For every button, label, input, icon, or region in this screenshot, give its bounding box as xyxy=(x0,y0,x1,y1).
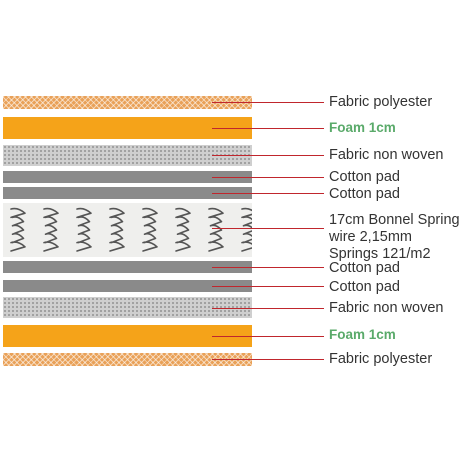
leader-line xyxy=(212,308,324,309)
layer-fabric-non-woven-top xyxy=(3,145,252,166)
spring-label-line: Springs 121/m2 xyxy=(329,246,431,262)
spring-coil xyxy=(208,207,224,252)
layer-cotton-pad-top-1 xyxy=(3,171,252,183)
spring-coil xyxy=(175,207,191,252)
leader-line xyxy=(212,193,324,194)
spring-coil xyxy=(76,207,92,252)
spring-coil xyxy=(142,207,158,252)
spring-coil xyxy=(241,207,252,252)
leader-line xyxy=(212,267,324,268)
layer-cotton-pad-bottom-2 xyxy=(3,280,252,292)
layer-fabric-polyester-top xyxy=(3,96,252,109)
layer-cotton-pad-top-2 xyxy=(3,187,252,199)
layer-fabric-non-woven-bottom xyxy=(3,297,252,318)
label-foam-bottom: Foam 1cm xyxy=(329,327,396,342)
leader-line xyxy=(212,359,324,360)
label-fabric-non-woven-top: Fabric non woven xyxy=(329,147,444,163)
label-cotton-pad-bottom-2: Cotton pad xyxy=(329,279,400,295)
label-bonnel-spring: 17cm Bonnel Spring wire 2,15mm Springs 1… xyxy=(329,212,460,263)
spring-label-line: 17cm Bonnel Spring xyxy=(329,212,460,228)
layer-cotton-pad-bottom-1 xyxy=(3,261,252,273)
label-cotton-pad-top-2: Cotton pad xyxy=(329,186,400,202)
spring-label-line: wire 2,15mm xyxy=(329,229,412,245)
leader-line xyxy=(212,286,324,287)
spring-coil xyxy=(109,207,125,252)
layer-bonnel-spring xyxy=(3,203,252,257)
spring-coil xyxy=(43,207,59,252)
layer-foam-bottom xyxy=(3,325,252,347)
layer-foam-top xyxy=(3,117,252,139)
label-fabric-non-woven-bottom: Fabric non woven xyxy=(329,300,444,316)
leader-line xyxy=(212,155,324,156)
leader-line xyxy=(212,177,324,178)
label-cotton-pad-bottom-1: Cotton pad xyxy=(329,260,400,276)
layer-fabric-polyester-bottom xyxy=(3,353,252,366)
spring-coil xyxy=(10,207,26,252)
leader-line xyxy=(212,336,324,337)
leader-line xyxy=(212,228,324,229)
label-fabric-polyester-top: Fabric polyester xyxy=(329,94,433,110)
leader-line xyxy=(212,128,324,129)
label-cotton-pad-top-1: Cotton pad xyxy=(329,169,400,185)
bonnel-spring-coils xyxy=(10,207,252,252)
label-fabric-polyester-bottom: Fabric polyester xyxy=(329,351,433,367)
leader-line xyxy=(212,102,324,103)
label-foam-top: Foam 1cm xyxy=(329,120,396,135)
